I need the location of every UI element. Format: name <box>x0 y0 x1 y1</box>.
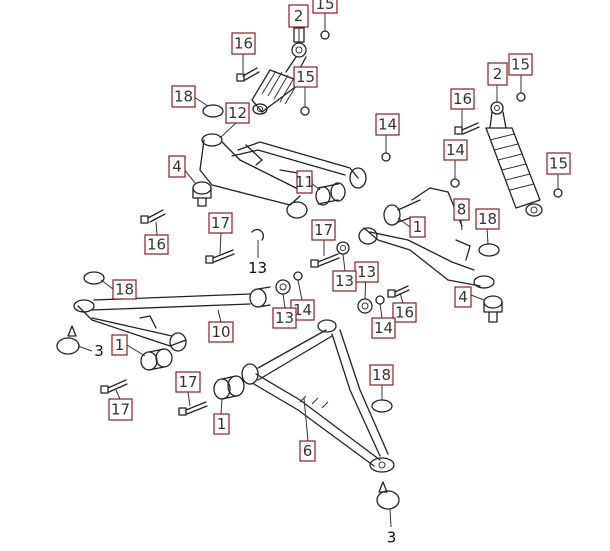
callout-text: 16 <box>147 236 166 254</box>
callout-text: 10 <box>211 323 230 341</box>
callout-label: 6 <box>299 440 316 462</box>
callout-label: 15 <box>293 66 318 88</box>
callout-text: 1 <box>217 415 227 433</box>
callout-text: 14 <box>293 301 312 319</box>
callout-text: 15 <box>315 0 334 13</box>
callout-label: 14 <box>290 299 315 321</box>
callout-text: 13 <box>275 309 294 327</box>
callout-text: 11 <box>295 173 314 191</box>
callout-text: 2 <box>294 7 304 25</box>
callout-text: 14 <box>374 319 393 337</box>
callout-text: 14 <box>446 141 465 159</box>
ball-joint-3-left <box>56 325 80 355</box>
callout-label: 18 <box>475 208 500 230</box>
callout-label: 10 <box>208 321 234 343</box>
callout-label: 13 <box>354 261 379 283</box>
callout-label: 1 <box>111 334 128 356</box>
callout-label: 17 <box>311 219 336 241</box>
callout-text: 16 <box>234 35 253 53</box>
callout-label: 18 <box>369 364 394 386</box>
shock-absorber-left <box>251 27 307 115</box>
callout-label: 16 <box>392 302 417 323</box>
callout-text: 18 <box>174 88 193 106</box>
callout-text: 15 <box>549 155 568 173</box>
upper-a-arm-right <box>358 187 495 289</box>
callout-label: 13 <box>332 270 357 292</box>
callout-text: 17 <box>211 214 230 232</box>
callout-text: 12 <box>228 104 247 122</box>
callout-text: 6 <box>303 442 313 460</box>
callout-text: 13 <box>357 263 376 281</box>
callout-text: 18 <box>478 210 497 228</box>
callout-text: 3 <box>94 342 104 360</box>
callout-label: 17 <box>108 398 133 421</box>
ball-joint-3-bottom <box>376 481 400 510</box>
callout-label: 18 <box>171 85 196 108</box>
leader-lines <box>77 13 559 528</box>
callout-label: 16 <box>231 32 256 55</box>
callout-text: 14 <box>378 116 397 134</box>
callout-text: 17 <box>111 401 130 419</box>
callout-text: 16 <box>395 304 414 322</box>
callout-text: 2 <box>493 65 503 83</box>
callout-text: 18 <box>372 366 391 384</box>
callout-text: 3 <box>387 529 397 547</box>
callout-label: 3 <box>384 527 399 548</box>
callout-label: 13 <box>272 307 297 329</box>
callout-label: 15 <box>312 0 338 14</box>
callout-label: 14 <box>375 113 400 136</box>
callout-label: 16 <box>144 234 169 255</box>
callout-label: 17 <box>175 371 201 393</box>
callout-labels: 2 15 16 15 18 12 2 15 16 14 14 15 4 11 8… <box>92 0 571 548</box>
callout-label: 15 <box>546 152 571 175</box>
callout-text: 4 <box>172 158 182 176</box>
callout-label: 1 <box>213 413 230 435</box>
callout-text: 1 <box>115 336 125 354</box>
ball-joint-4-right <box>483 295 503 323</box>
callout-label: 11 <box>295 170 314 194</box>
callout-text: 1 <box>413 218 423 236</box>
callout-label: 14 <box>371 317 396 339</box>
callout-label: 4 <box>168 155 186 178</box>
callout-text: 15 <box>296 68 315 86</box>
callout-text: 16 <box>453 90 472 108</box>
callout-text: 13 <box>248 259 267 277</box>
callout-text: 4 <box>458 288 468 306</box>
callout-text: 8 <box>457 201 467 219</box>
callout-text: 13 <box>335 272 354 290</box>
callout-label: 8 <box>453 198 470 221</box>
callout-label: 2 <box>487 62 508 86</box>
callout-label: 17 <box>208 212 233 234</box>
callout-text: 17 <box>178 373 197 391</box>
upper-a-arm-left <box>199 133 367 219</box>
callout-label: 2 <box>288 4 309 28</box>
o-rings <box>83 104 500 413</box>
callout-label: 18 <box>112 279 137 300</box>
callout-text: 18 <box>115 281 134 299</box>
callout-label: 14 <box>443 139 468 161</box>
callout-label: 12 <box>225 102 250 124</box>
callout-label: 1 <box>409 216 426 238</box>
shock-absorber-right <box>485 101 543 217</box>
callout-label: 4 <box>454 286 472 308</box>
ball-joint-4-left <box>192 181 212 207</box>
callout-label: 13 <box>246 258 269 278</box>
callout-text: 15 <box>511 56 530 74</box>
callout-label: 3 <box>92 341 106 361</box>
callout-text: 17 <box>314 221 333 239</box>
callout-label: 15 <box>508 53 533 76</box>
lower-a-arm-left <box>73 286 271 371</box>
callout-label: 16 <box>450 88 475 110</box>
